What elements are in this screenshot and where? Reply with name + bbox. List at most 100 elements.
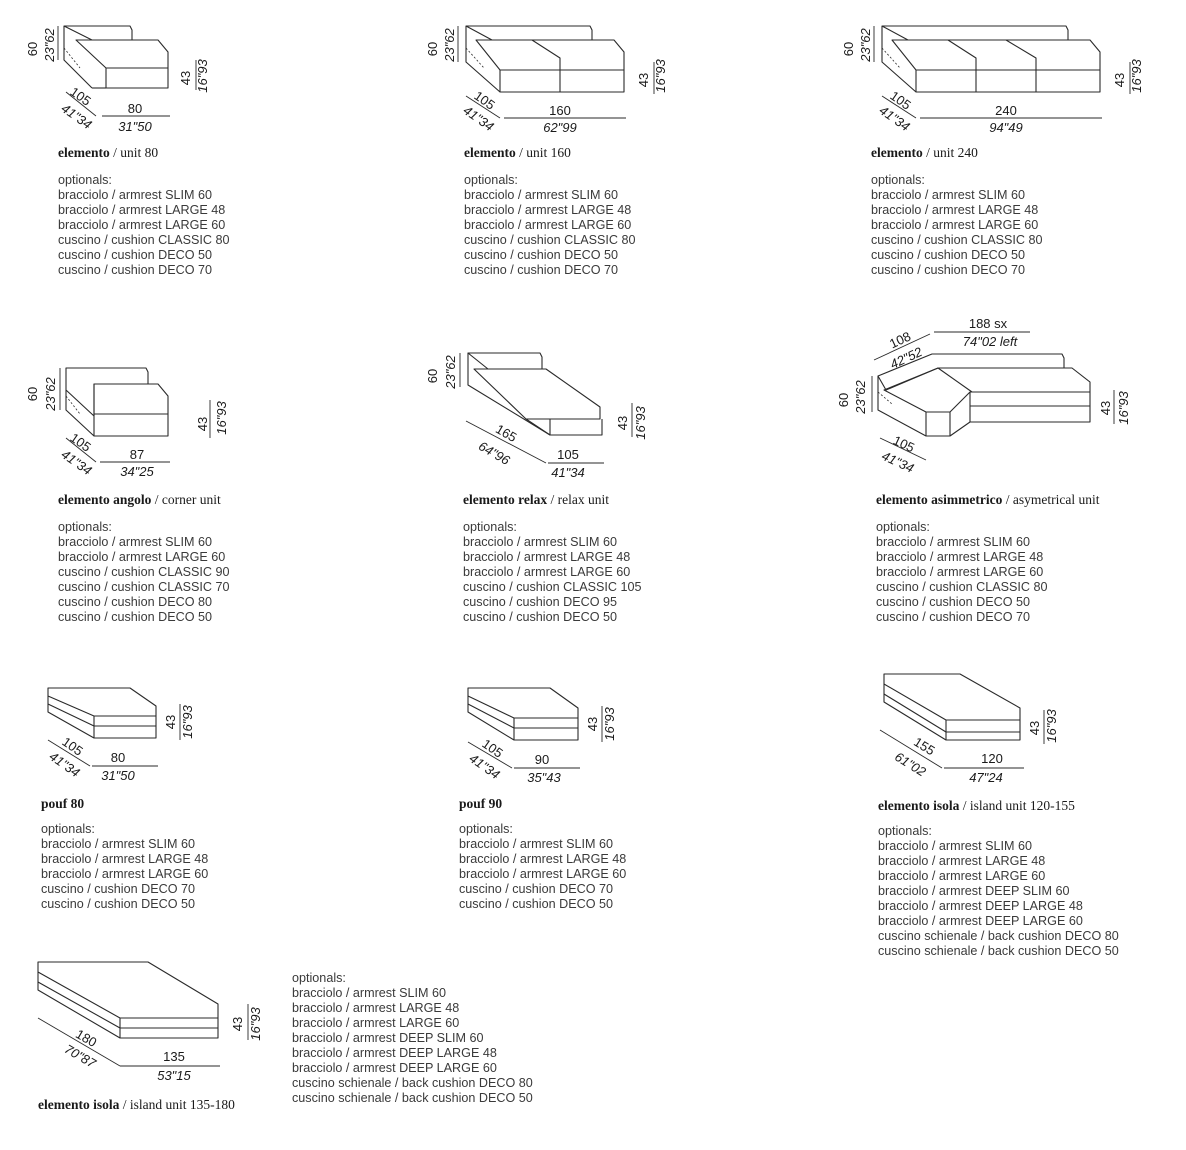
pouf80-name-it: pouf 80 <box>41 796 85 811</box>
optional-item: bracciolo / armrest SLIM 60 <box>871 188 1025 202</box>
optional-item: cuscino / cushion DECO 50 <box>463 610 617 624</box>
dim-height-in: 23"62 <box>853 379 868 414</box>
unit240-title: elemento / unit 240 <box>871 145 978 160</box>
dim-seat-in: 16"93 <box>214 400 229 434</box>
optional-item: cuscino / cushion CLASSIC 90 <box>58 565 230 579</box>
optional-item: cuscino / cushion CLASSIC 105 <box>463 580 642 594</box>
optional-item: cuscino schienale / back cushion DECO 80 <box>878 929 1119 943</box>
dim-top-width-in: 74"02 left <box>963 334 1019 349</box>
pouf90-shape <box>467 687 579 741</box>
optional-item: bracciolo / armrest LARGE 60 <box>463 565 631 579</box>
dim-width-in: 62"99 <box>543 120 577 135</box>
optional-item: cuscino / cushion DECO 70 <box>464 263 618 277</box>
sofa-unit160-shape <box>465 25 625 93</box>
depth-dim-line <box>37 1017 121 1067</box>
dim-width-in: 53"15 <box>157 1068 191 1083</box>
optional-item: cuscino / cushion DECO 70 <box>876 610 1030 624</box>
island180-title: elemento isola / island unit 135-180 <box>38 1097 235 1112</box>
optional-item: cuscino / cushion DECO 70 <box>871 263 1025 277</box>
dim-width: 87 <box>130 447 144 462</box>
sofa-unit240-shape <box>881 25 1101 93</box>
optional-item: bracciolo / armrest LARGE 60 <box>58 218 226 232</box>
relax-drawing: 60 23"62 43 16"93 165 64"96 105 41"34 <box>425 352 648 480</box>
optional-item: bracciolo / armrest SLIM 60 <box>464 188 618 202</box>
optional-item: cuscino schienale / back cushion DECO 80 <box>292 1076 533 1090</box>
asym-drawing: 188 sx 74"02 left 108 42"52 60 23"62 43 … <box>836 316 1131 476</box>
dim-width: 90 <box>535 752 549 767</box>
optional-item: bracciolo / armrest LARGE 48 <box>459 852 627 866</box>
dim-width: 160 <box>549 103 571 118</box>
optionals-label: optionals: <box>292 971 346 985</box>
optionals-label: optionals: <box>459 822 513 836</box>
dim-seat: 43 <box>585 717 600 731</box>
dim-width-in: 31"50 <box>118 119 152 134</box>
dim-width: 120 <box>981 751 1003 766</box>
optional-item: cuscino / cushion DECO 80 <box>58 595 212 609</box>
dim-height-in: 23"62 <box>443 354 458 389</box>
dim-depth: 155 <box>911 734 937 758</box>
optional-item: bracciolo / armrest LARGE 48 <box>464 203 632 217</box>
unit80-optionals: optionals: bracciolo / armrest SLIM 60 b… <box>58 173 230 278</box>
unit240-optionals: optionals: bracciolo / armrest SLIM 60 b… <box>871 173 1043 278</box>
island180-optionals: optionals: bracciolo / armrest SLIM 60 b… <box>292 971 533 1106</box>
optional-item: bracciolo / armrest SLIM 60 <box>58 188 212 202</box>
unit240-drawing: 60 23"62 43 16"93 105 41"34 240 94"49 <box>841 25 1144 135</box>
optional-item: bracciolo / armrest SLIM 60 <box>459 837 613 851</box>
optional-item: cuscino / cushion DECO 95 <box>463 595 617 609</box>
optional-item: cuscino / cushion DECO 70 <box>58 263 212 277</box>
optional-item: cuscino / cushion DECO 70 <box>41 882 195 896</box>
dim-depth-in: 41"34 <box>59 101 95 133</box>
optionals-label: optionals: <box>871 173 925 187</box>
dim-seat-in: 16"93 <box>633 405 648 439</box>
dim-seat: 43 <box>1098 401 1113 415</box>
dim-seat: 43 <box>230 1017 245 1031</box>
unit160-name-en: unit 160 <box>526 145 571 160</box>
dim-height-in: 23"62 <box>42 27 57 62</box>
optional-item: bracciolo / armrest LARGE 60 <box>878 869 1046 883</box>
optional-item: bracciolo / armrest LARGE 48 <box>876 550 1044 564</box>
dim-height: 60 <box>25 42 40 56</box>
dim-seat-in: 16"93 <box>248 1006 263 1040</box>
optional-item: bracciolo / armrest SLIM 60 <box>878 839 1032 853</box>
optional-item: cuscino schienale / back cushion DECO 50 <box>292 1091 533 1105</box>
optional-item: cuscino / cushion DECO 50 <box>871 248 1025 262</box>
optional-item: bracciolo / armrest SLIM 60 <box>463 535 617 549</box>
optional-item: bracciolo / armrest DEEP LARGE 48 <box>292 1046 497 1060</box>
depth-dim-line <box>465 420 547 464</box>
pouf90-title: pouf 90 <box>459 796 502 812</box>
dim-seat-in: 16"93 <box>1129 58 1144 92</box>
dim-seat: 43 <box>636 73 651 87</box>
dim-height: 60 <box>425 369 440 383</box>
dim-width-in: 31"50 <box>101 768 135 783</box>
optional-item: cuscino / cushion DECO 70 <box>459 882 613 896</box>
relax-optionals: optionals: bracciolo / armrest SLIM 60 b… <box>463 520 642 625</box>
dim-depth: 165 <box>493 421 519 445</box>
depth-dim-line <box>47 739 91 767</box>
optional-item: bracciolo / armrest LARGE 48 <box>878 854 1046 868</box>
asym-name-en: asymetrical unit <box>1012 492 1100 507</box>
pouf80-drawing: 43 16"93 105 41"34 80 31"50 <box>47 687 195 783</box>
pouf90-drawing: 43 16"93 105 41"34 90 35"43 <box>467 687 617 785</box>
optional-item: bracciolo / armrest LARGE 48 <box>871 203 1039 217</box>
depth-dim-line <box>465 95 501 119</box>
depth-dim-line <box>879 729 943 769</box>
dim-width: 80 <box>111 750 125 765</box>
depth-dim-line <box>467 741 513 769</box>
sofa-relax-shape <box>467 352 603 436</box>
optional-item: bracciolo / armrest SLIM 60 <box>58 535 212 549</box>
optional-item: cuscino schienale / back cushion DECO 50 <box>878 944 1119 958</box>
depth-dim-line <box>65 91 97 117</box>
relax-name-it: elemento relax <box>463 492 548 507</box>
asym-name-it: elemento asimmetrico <box>876 492 1003 507</box>
pouf90-name-it: pouf 90 <box>459 796 503 811</box>
optionals-label: optionals: <box>464 173 518 187</box>
dim-top-width: 188 sx <box>969 316 1008 331</box>
optionals-label: optionals: <box>876 520 930 534</box>
optional-item: bracciolo / armrest LARGE 60 <box>58 550 226 564</box>
sofa-unit80-shape <box>63 25 169 89</box>
optional-item: bracciolo / armrest SLIM 60 <box>876 535 1030 549</box>
unit80-title: elemento / unit 80 <box>58 145 159 160</box>
pouf80-shape <box>47 687 157 739</box>
optional-item: cuscino / cushion CLASSIC 80 <box>58 233 230 247</box>
optionals-label: optionals: <box>878 824 932 838</box>
